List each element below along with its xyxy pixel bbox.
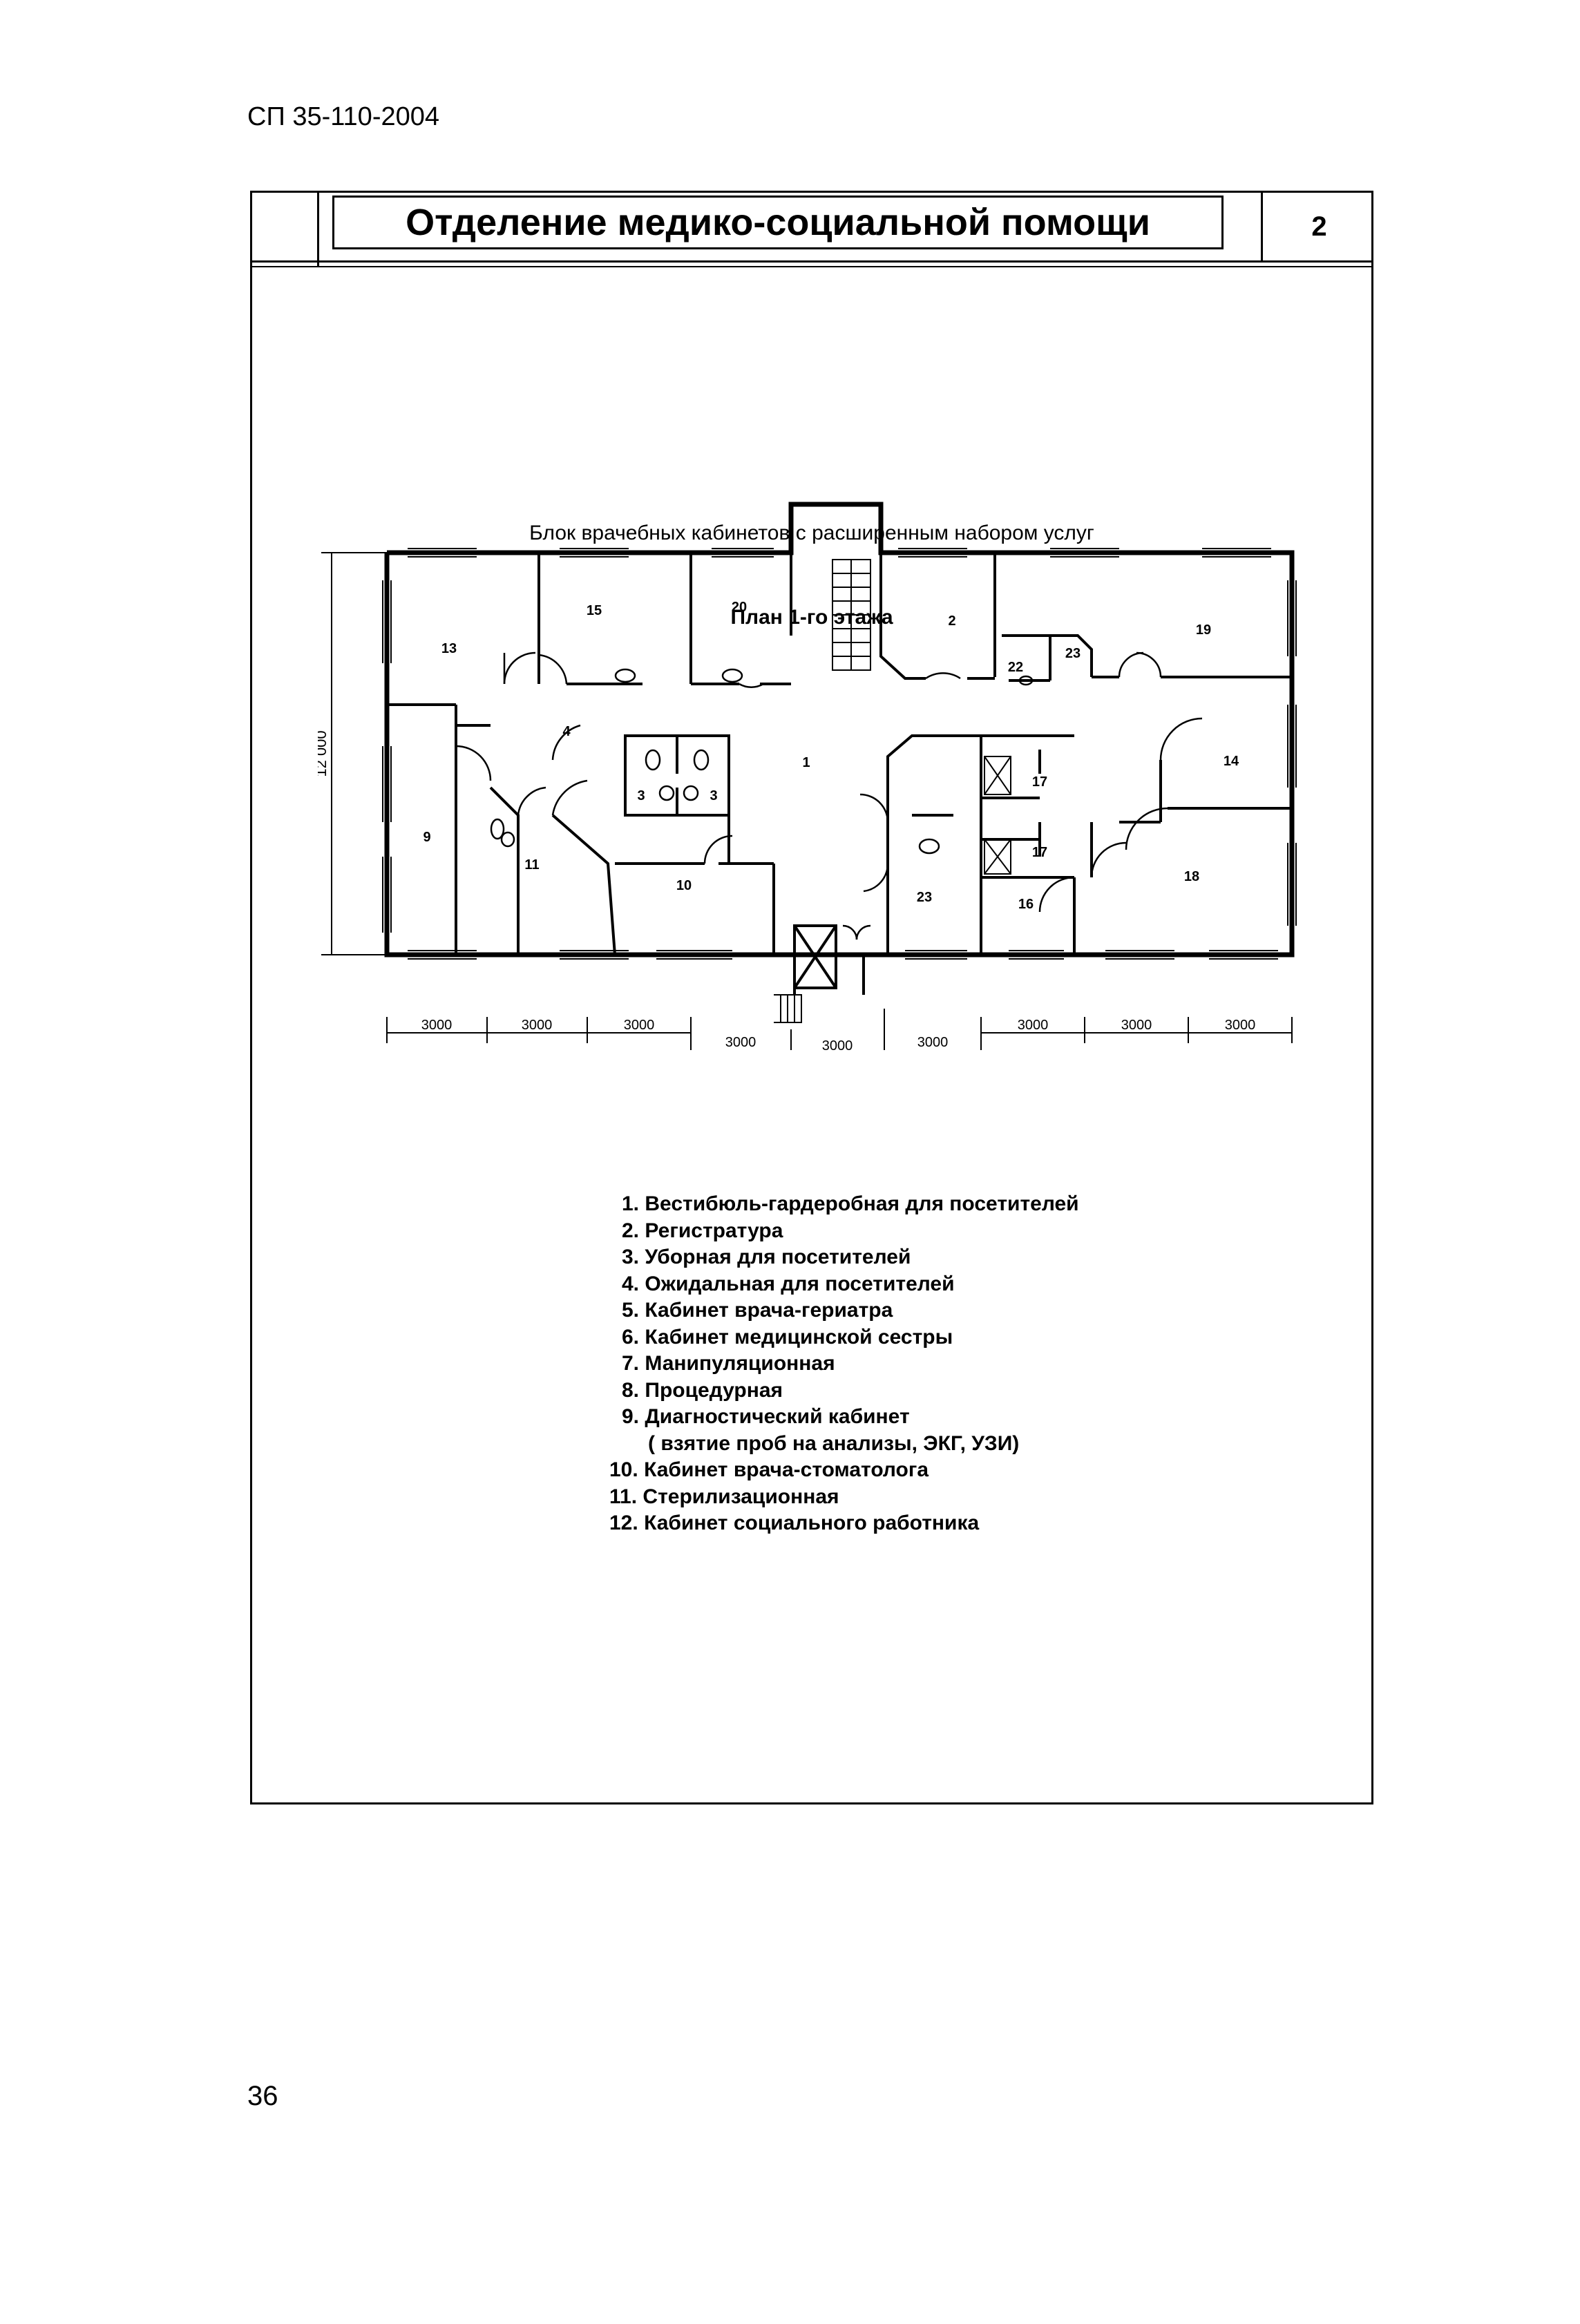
- frame-header-line-2: [252, 266, 1371, 267]
- legend-text: Процедурная: [645, 1378, 783, 1402]
- legend-text: Стерилизационная: [643, 1485, 839, 1508]
- legend-text: Кабинет социального работника: [644, 1512, 980, 1534]
- room-legend: 1. Вестибюль-гардеробная для посетителей…: [609, 1191, 1079, 1537]
- drawing-frame: Отделение медико-социальной помощи 2 Бло…: [250, 191, 1373, 1804]
- room-label: 1: [802, 755, 810, 770]
- legend-text: Ожидальная для посетителей: [645, 1272, 955, 1295]
- legend-number: 10.: [609, 1458, 638, 1481]
- legend-number: 2.: [622, 1219, 640, 1242]
- room-label: 18: [1184, 869, 1199, 884]
- legend-item: 9. Диагностический кабинет: [622, 1404, 1079, 1431]
- plan-title: План 1-го этажа: [730, 606, 893, 629]
- room-label: 22: [1008, 660, 1023, 675]
- windows: [382, 548, 1297, 960]
- room-label: 19: [1196, 622, 1211, 638]
- room-label: 15: [587, 603, 602, 618]
- room-label: 9: [423, 830, 430, 845]
- room-label: 3: [710, 788, 717, 803]
- legend-item: 5. Кабинет врача-гериатра: [622, 1297, 1079, 1324]
- legend-item: 10. Кабинет врача-стоматолога: [609, 1457, 1079, 1484]
- title-box: Отделение медико-социальной помощи: [332, 196, 1224, 249]
- page-number: 36: [247, 2081, 278, 2111]
- legend-number: 6.: [622, 1325, 640, 1349]
- legend-number: 9.: [622, 1405, 640, 1428]
- room-label: 17: [1032, 774, 1047, 790]
- room-label: 23: [1065, 646, 1081, 661]
- room-label: 20: [732, 600, 747, 615]
- legend-item: 11. Стерилизационная: [609, 1484, 1079, 1511]
- legend-item: 7. Манипуляционная: [622, 1351, 1079, 1378]
- legend-number: 5.: [622, 1299, 640, 1322]
- legend-item: 3. Уборная для посетителей: [622, 1244, 1079, 1271]
- service-stair: [984, 756, 1011, 875]
- legend-text: Кабинет врача-гериатра: [645, 1299, 893, 1322]
- dim-label: 3000: [1018, 1018, 1049, 1033]
- staircase: [774, 559, 871, 1023]
- room-label: 14: [1224, 754, 1239, 769]
- sheet-title: Отделение медико-социальной помощи: [406, 202, 1150, 243]
- dim-label: 3000: [624, 1018, 655, 1033]
- room-label: 16: [1018, 897, 1034, 912]
- legend-item: 6. Кабинет медицинской сестры: [622, 1324, 1079, 1351]
- room-label: 11: [524, 857, 539, 873]
- legend-item: 4. Ожидальная для посетителей: [622, 1271, 1079, 1298]
- frame-header-line: [252, 260, 1371, 263]
- legend-item: 2. Регистратура: [622, 1218, 1079, 1245]
- document-code: СП 35-110-2004: [247, 102, 440, 131]
- overall-dimension-label: 12 000: [318, 730, 330, 777]
- dim-label: 3000: [522, 1018, 553, 1033]
- dim-label: 3000: [1225, 1018, 1256, 1033]
- dimension-labels: 3000 3000 3000 3000 3000 3000 3000 3000 …: [421, 1018, 1256, 1054]
- vertical-dimension: [321, 552, 387, 955]
- legend-item: 8. Процедурная: [622, 1378, 1079, 1404]
- dim-label: 3000: [1121, 1018, 1152, 1033]
- legend-text: Регистратура: [645, 1219, 783, 1242]
- legend-item: 1. Вестибюль-гардеробная для посетителей: [622, 1191, 1079, 1218]
- legend-number: 1.: [622, 1192, 640, 1215]
- door-swings: [455, 651, 1203, 940]
- legend-number: 4.: [622, 1272, 640, 1295]
- inner-walls: [387, 553, 1292, 995]
- legend-text: Манипуляционная: [645, 1352, 835, 1375]
- outer-walls: [384, 502, 1295, 958]
- floor-plan: 12 000 3000 3000 3000 3000 3000 3000 300…: [318, 502, 1297, 1054]
- sanitary-fixtures: [490, 668, 1034, 855]
- room-labels: 13 15 20 2 19 22 23 4 1 3 3 17 14 9 11 1…: [423, 600, 1239, 912]
- frame-tick: [317, 193, 319, 266]
- legend-number: 7.: [622, 1352, 640, 1375]
- dim-label: 3000: [421, 1018, 453, 1033]
- room-label: 23: [917, 890, 932, 905]
- room-label: 17: [1032, 845, 1047, 860]
- dim-label: 3000: [822, 1038, 853, 1054]
- legend-text: Вестибюль-гардеробная для посетителей: [645, 1192, 1079, 1215]
- legend-text: Кабинет медицинской сестры: [645, 1325, 953, 1349]
- legend-text: Кабинет врача-стоматолога: [644, 1458, 929, 1481]
- legend-text: Уборная для посетителей: [645, 1246, 911, 1268]
- room-label: 3: [637, 788, 645, 803]
- dim-label: 3000: [917, 1035, 949, 1050]
- sheet-number: 2: [1261, 193, 1376, 260]
- room-label: 2: [948, 613, 955, 629]
- legend-item-continuation: ( взятие проб на анализы, ЭКГ, УЗИ): [622, 1431, 1079, 1458]
- room-label: 10: [676, 878, 692, 893]
- legend-item: 12. Кабинет социального работника: [609, 1510, 1079, 1537]
- legend-number: 8.: [622, 1378, 640, 1402]
- legend-number: 11.: [609, 1485, 638, 1508]
- room-label: 4: [562, 724, 571, 739]
- room-label: 13: [441, 641, 457, 656]
- dim-label: 3000: [725, 1035, 756, 1050]
- legend-number: 12.: [609, 1512, 638, 1534]
- block-subtitle: Блок врачебных кабинетов с расширенным н…: [529, 522, 1094, 544]
- legend-number: 3.: [622, 1246, 640, 1268]
- horizontal-dimensions: [386, 1009, 1293, 1050]
- legend-text: ( взятие проб на анализы, ЭКГ, УЗИ): [648, 1431, 1020, 1455]
- legend-text: Диагностический кабинет: [645, 1405, 910, 1428]
